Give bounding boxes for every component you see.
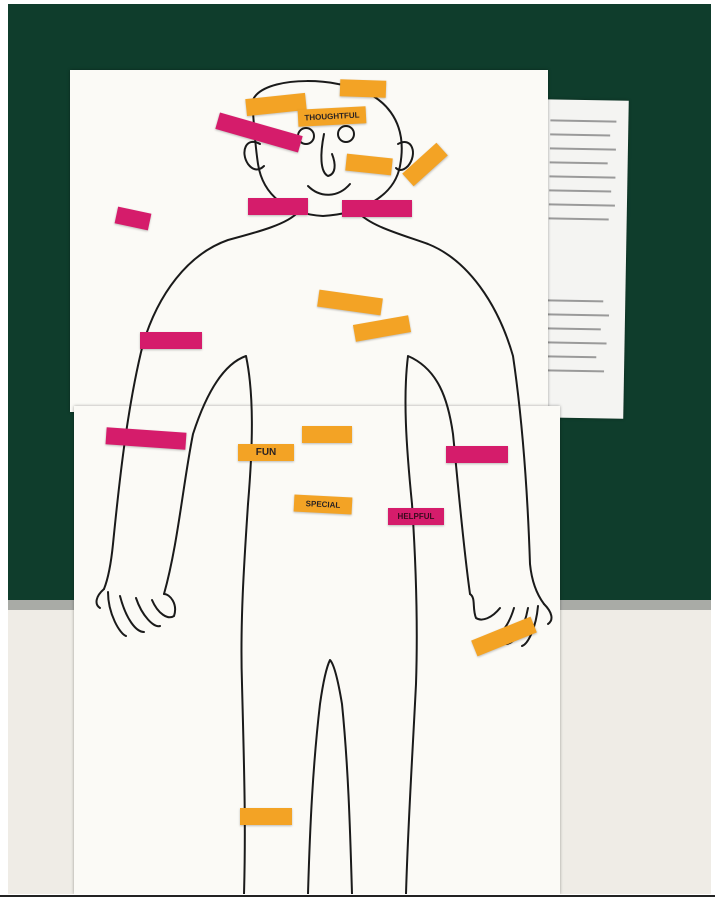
word-tag-thoughtful: THOUGHTFUL (298, 106, 367, 127)
word-tag-special: SPECIAL (294, 494, 353, 514)
word-tag (446, 446, 508, 463)
word-tag (342, 200, 412, 217)
word-tag (240, 808, 292, 825)
word-tag-helpful: HELPFUL (388, 508, 444, 525)
bottom-border (0, 895, 715, 897)
word-tag (140, 332, 202, 349)
word-tag (340, 79, 387, 98)
photo: THOUGHTFUL FUN SPECIAL HELPFUL (8, 4, 711, 894)
body-outline-drawing (8, 4, 711, 894)
word-tag (302, 426, 352, 443)
word-tag-fun: FUN (238, 444, 294, 461)
word-tag (248, 198, 308, 215)
